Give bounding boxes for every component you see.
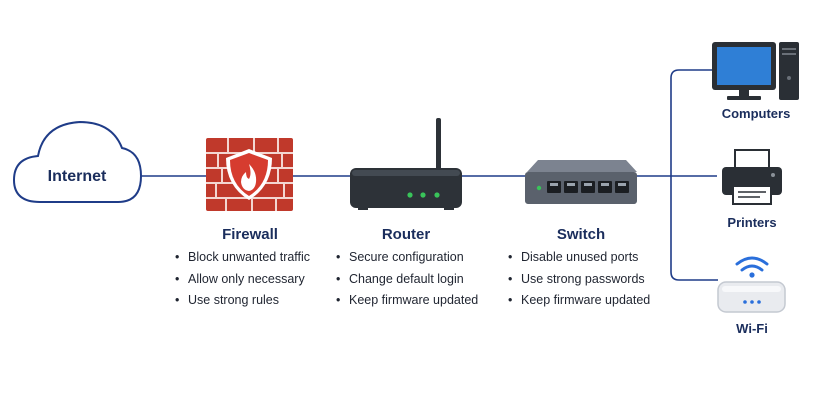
- firewall-bullet: Use strong rules: [175, 290, 310, 312]
- cloud-icon: [12, 120, 143, 203]
- router-icon: [350, 118, 462, 210]
- router-bullet: Change default login: [336, 269, 478, 291]
- computer-icon: [712, 42, 799, 100]
- printers-label: Printers: [727, 215, 777, 230]
- router-bullet: Secure configuration: [336, 247, 478, 269]
- router-title: Router: [381, 226, 431, 243]
- link-hub-computers: [670, 69, 712, 176]
- firewall-bullets: Block unwanted traffic Allow only necess…: [175, 247, 310, 312]
- computers-label: Computers: [721, 106, 791, 121]
- firewall-icon: [206, 138, 293, 211]
- firewall-title: Firewall: [222, 226, 278, 243]
- switch-bullet: Use strong passwords: [508, 269, 650, 291]
- shield-flame-icon: [226, 149, 272, 200]
- connection-lines: [140, 69, 718, 281]
- switch-title: Switch: [556, 226, 606, 243]
- firewall-bullet: Block unwanted traffic: [175, 247, 310, 269]
- printer-icon: [722, 149, 782, 205]
- switch-icon: [525, 160, 637, 204]
- internet-label: Internet: [47, 168, 107, 185]
- link-hub-wifi: [670, 176, 718, 281]
- router-bullets: Secure configuration Change default logi…: [336, 247, 478, 312]
- firewall-bullet: Allow only necessary: [175, 269, 310, 291]
- switch-bullets: Disable unused ports Use strong password…: [508, 247, 650, 312]
- wifi-label: Wi-Fi: [736, 321, 768, 336]
- switch-bullet: Disable unused ports: [508, 247, 650, 269]
- router-bullet: Keep firmware updated: [336, 290, 478, 312]
- switch-bullet: Keep firmware updated: [508, 290, 650, 312]
- wifi-icon: [717, 256, 786, 313]
